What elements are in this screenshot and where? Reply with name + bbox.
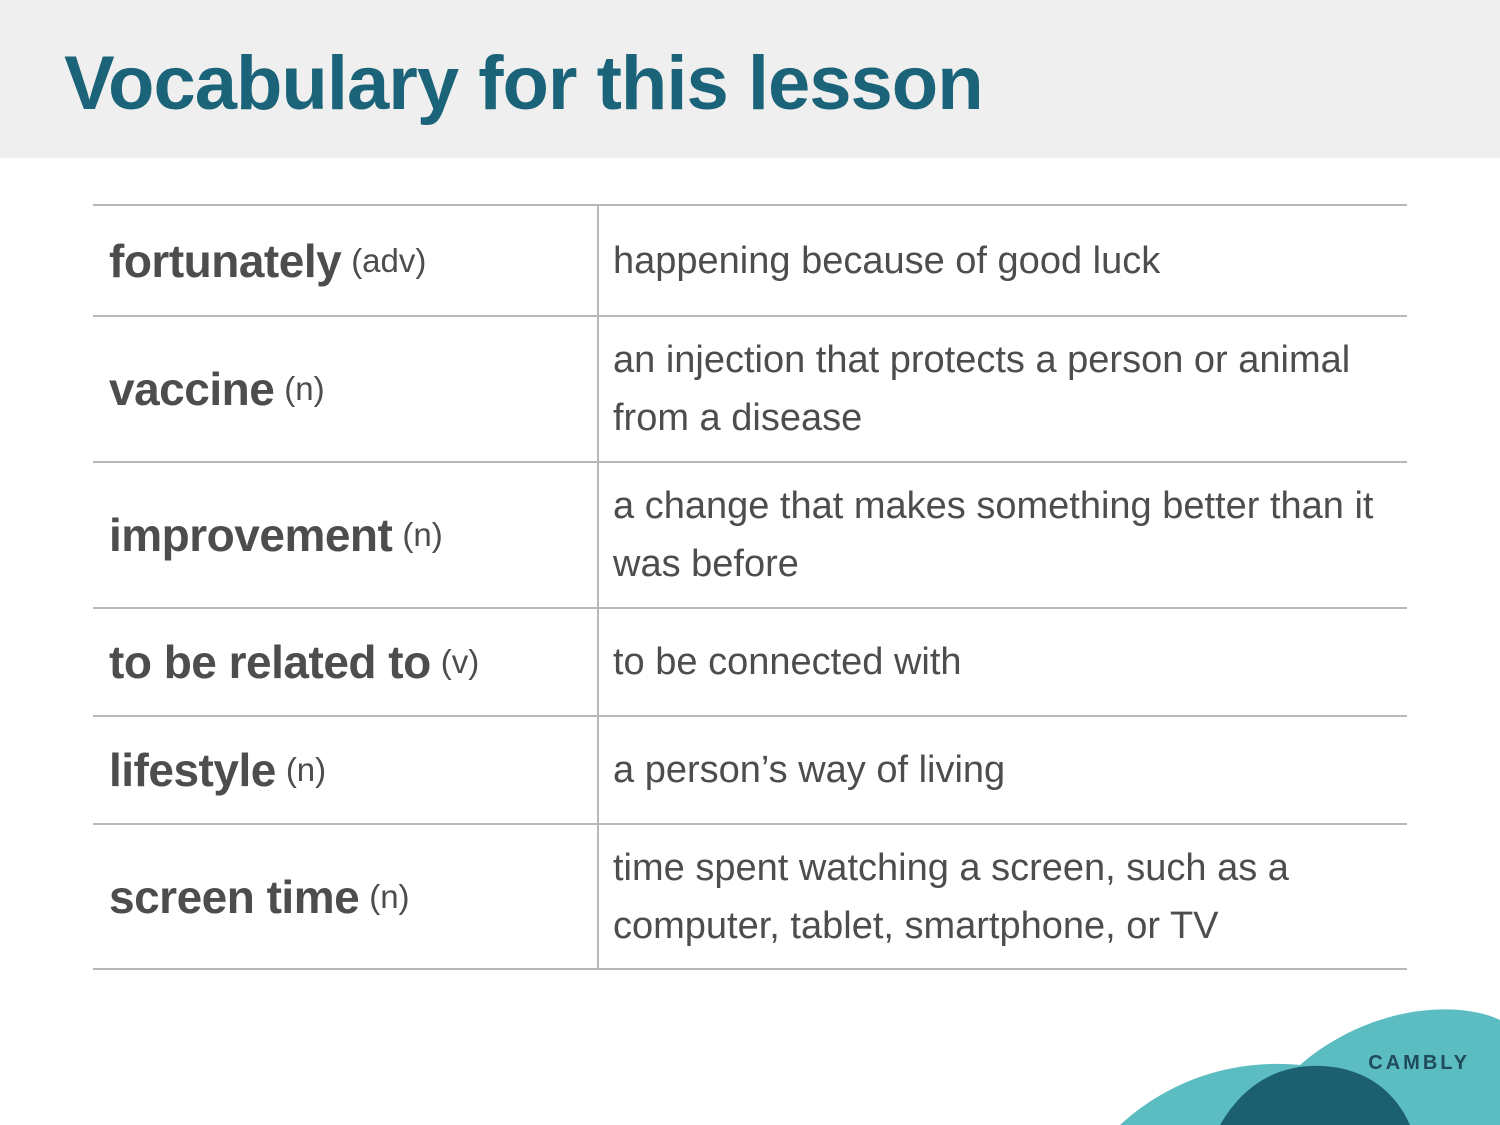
term-word: lifestyle [109,744,276,796]
part-of-speech: (n) [369,877,410,915]
definition-cell: time spent watching a screen, such as a … [599,825,1407,968]
definition-text: to be connected with [613,641,962,683]
term-word: vaccine [109,363,275,415]
term-cell: to be related to (v) [93,609,599,715]
term-cell: screen time (n) [93,825,599,968]
vocab-row-fortunately: fortunately (adv) happening because of g… [93,204,1407,317]
definition-cell: to be connected with [599,609,1407,715]
cambly-logo: CAMBLY [1368,1052,1470,1074]
brand-wave-graphic [1120,1009,1500,1125]
definition-cell: a person’s way of living [599,717,1407,823]
term-cell: improvement (n) [93,463,599,607]
slide-header: Vocabulary for this lesson [0,0,1500,158]
vocabulary-table: fortunately (adv) happening because of g… [93,204,1407,970]
term-word: screen time [109,870,360,923]
part-of-speech: (n) [402,516,443,553]
vocab-row-to-be-related-to: to be related to (v) to be connected wit… [93,609,1407,717]
definition-text: a change that makes something better tha… [613,485,1374,585]
part-of-speech: (v) [440,643,480,680]
definition-text: an injection that protects a person or a… [613,339,1351,439]
part-of-speech: (adv) [351,241,427,279]
vocab-row-improvement: improvement (n) a change that makes some… [93,463,1407,609]
part-of-speech: (n) [284,370,325,407]
term-cell: fortunately (adv) [93,206,599,315]
vocab-row-lifestyle: lifestyle (n) a person’s way of living [93,717,1407,825]
dark-wave-shape [1220,1065,1410,1125]
term-cell: vaccine (n) [93,317,599,461]
term-cell: lifestyle (n) [93,717,599,823]
definition-text: happening because of good luck [613,239,1161,282]
definition-cell: an injection that protects a person or a… [599,317,1407,461]
term-word: improvement [109,509,393,561]
vocab-row-vaccine: vaccine (n) an injection that protects a… [93,317,1407,463]
vocab-row-screen-time: screen time (n) time spent watching a sc… [93,825,1407,970]
term-word: fortunately [109,234,342,287]
part-of-speech: (n) [285,751,327,788]
term-word: to be related to [109,636,431,688]
definition-cell: a change that makes something better tha… [599,463,1407,607]
definition-text: time spent watching a screen, such as a … [613,846,1289,947]
definition-cell: happening because of good luck [599,206,1407,315]
slide-title: Vocabulary for this lesson [64,41,984,126]
definition-text: a person’s way of living [613,749,1006,791]
